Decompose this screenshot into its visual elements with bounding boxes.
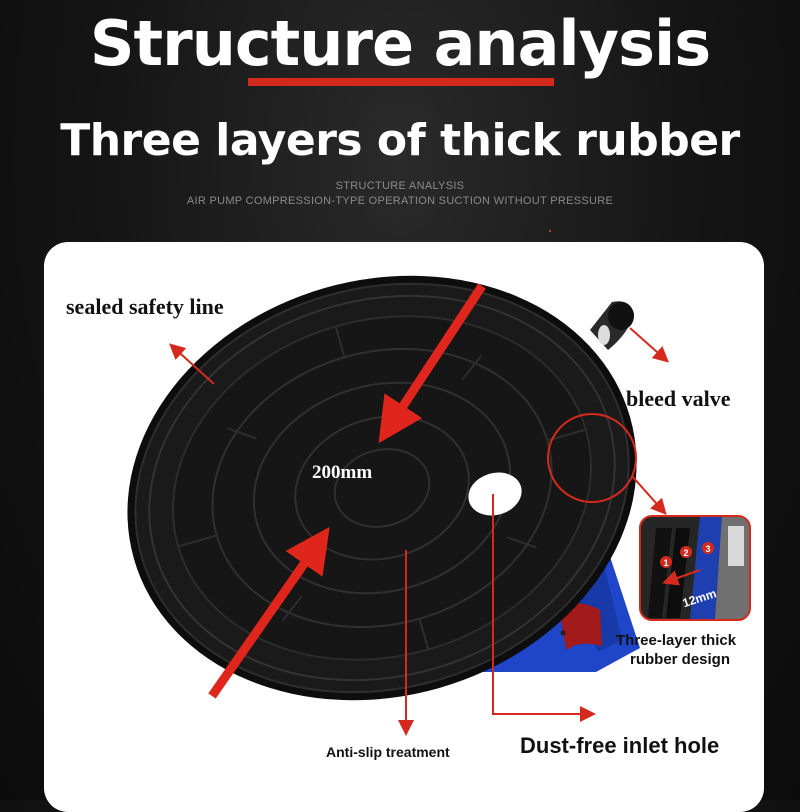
sealed-line-arrow bbox=[169, 343, 215, 385]
inset-layer-3-label: 3 bbox=[705, 544, 710, 554]
decor-dot bbox=[549, 230, 551, 232]
magnifier-arrow bbox=[631, 475, 667, 515]
inset-layer-2-label: 2 bbox=[683, 548, 688, 558]
label-three-layer-line1: Three-layer thick bbox=[616, 632, 737, 649]
inset-thickness-arrow bbox=[662, 569, 701, 586]
dust-free-arrow bbox=[492, 494, 596, 722]
label-sealed-safety-line: sealed safety line bbox=[66, 294, 224, 319]
page-title: Structure analysis bbox=[89, 7, 711, 80]
label-three-layer-line2: rubber design bbox=[630, 651, 731, 668]
label-anti-slip: Anti-slip treatment bbox=[326, 744, 450, 760]
page-subtitle: Three layers of thick rubber bbox=[60, 115, 740, 166]
bleed-valve bbox=[590, 301, 634, 350]
title-underline bbox=[248, 78, 554, 86]
inset-layer-3-marker bbox=[702, 542, 714, 554]
label-dust-free: Dust-free inlet hole bbox=[520, 733, 720, 758]
diameter-arrow-top bbox=[378, 283, 486, 444]
diameter-arrow-bottom bbox=[208, 526, 330, 699]
label-bleed-valve: bleed valve bbox=[626, 386, 731, 411]
caption-line-2: AIR PUMP COMPRESSION-TYPE OPERATION SUCT… bbox=[186, 195, 614, 207]
inset-layer-2-marker bbox=[680, 546, 692, 558]
inset-frame bbox=[639, 515, 751, 621]
suction-pad bbox=[127, 275, 637, 701]
inset-closeup bbox=[640, 516, 750, 620]
magnifier-circle bbox=[547, 413, 637, 503]
bleed-valve-arrow bbox=[629, 327, 669, 363]
inset-layer-1-marker bbox=[660, 556, 672, 568]
label-diameter: 200mm bbox=[312, 462, 373, 483]
inlet-hole bbox=[468, 472, 522, 516]
inset-layer-1-label: 1 bbox=[663, 558, 668, 568]
caption-line-1: STRUCTURE ANALYSIS bbox=[335, 180, 465, 192]
